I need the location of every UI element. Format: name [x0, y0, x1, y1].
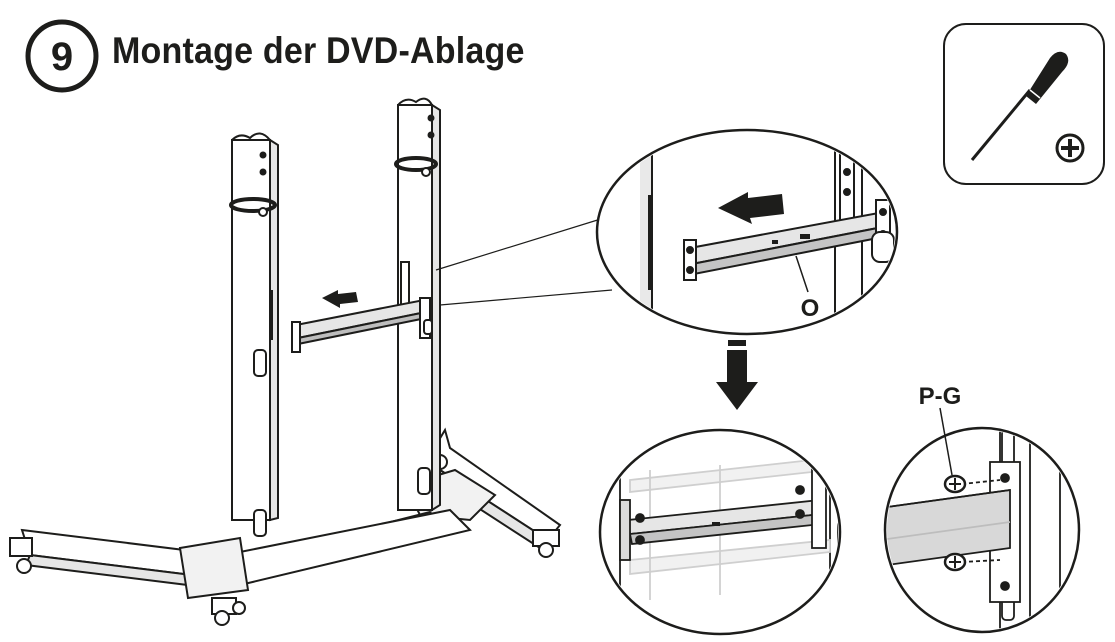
phillips-head-icon	[1055, 133, 1085, 163]
phillips-screwdriver-icon	[970, 51, 1069, 161]
push-arrow-icon	[322, 290, 358, 308]
next-step-arrow-icon	[716, 340, 758, 410]
step-number-badge: 9	[25, 19, 99, 93]
part-label-bar: O	[801, 295, 820, 322]
screw-icon	[943, 474, 967, 494]
detail-screw-fixing: P-G	[883, 383, 1081, 634]
detail-insert-bar: O	[595, 128, 899, 336]
part-label-screws: P-G	[919, 383, 962, 410]
stand-illustration	[9, 97, 562, 626]
insert-direction-arrow-icon	[718, 192, 784, 224]
step-number: 9	[51, 35, 73, 79]
zoom-leader-lines	[435, 217, 613, 306]
detail-bar-mounted	[598, 428, 842, 636]
step-title: Montage der DVD-Ablage	[112, 30, 525, 71]
tool-box	[943, 23, 1105, 185]
screw-icon	[943, 552, 967, 572]
